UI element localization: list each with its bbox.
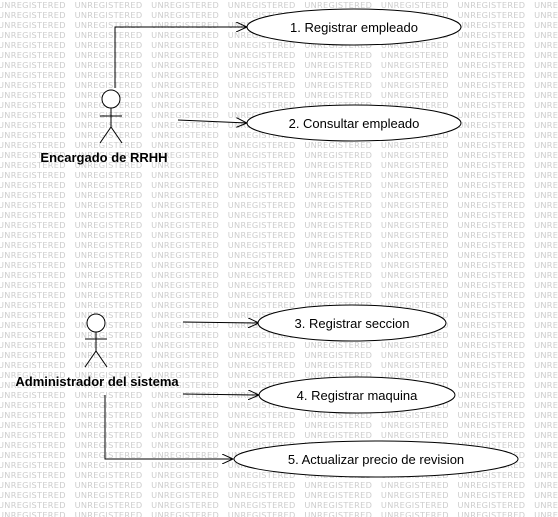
association-rrhh-uc1 <box>114 27 247 88</box>
use-case-3[interactable]: 3. Registrar seccion <box>257 304 447 342</box>
use-case-4[interactable]: 4. Registrar maquina <box>258 376 456 414</box>
association-rrhh-uc2 <box>177 120 247 123</box>
association-admin-uc3 <box>182 322 259 323</box>
stick-figure-icon <box>84 313 108 368</box>
association-admin-uc5 <box>104 395 233 459</box>
actor-administrador[interactable]: Administrador del sistema <box>15 313 179 389</box>
actor-encargado-rrhh[interactable]: Encargado de RRHH <box>40 89 168 165</box>
use-case-label: 4. Registrar maquina <box>297 388 418 403</box>
use-case-1[interactable]: 1. Registrar empleado <box>246 8 462 46</box>
use-case-2[interactable]: 2. Consultar empleado <box>246 104 462 142</box>
actor-label-admin: Administrador del sistema <box>15 374 179 389</box>
stick-figure-icon <box>99 89 123 144</box>
use-case-label: 2. Consultar empleado <box>289 116 420 131</box>
actor-label-rrhh: Encargado de RRHH <box>40 150 167 165</box>
association-admin-uc4 <box>182 394 259 395</box>
associations <box>104 27 259 459</box>
use-case-label: 5. Actualizar precio de revision <box>288 452 464 467</box>
use-case-5[interactable]: 5. Actualizar precio de revision <box>233 440 519 478</box>
use-case-label: 3. Registrar seccion <box>295 316 410 331</box>
use-case-label: 1. Registrar empleado <box>290 20 418 35</box>
